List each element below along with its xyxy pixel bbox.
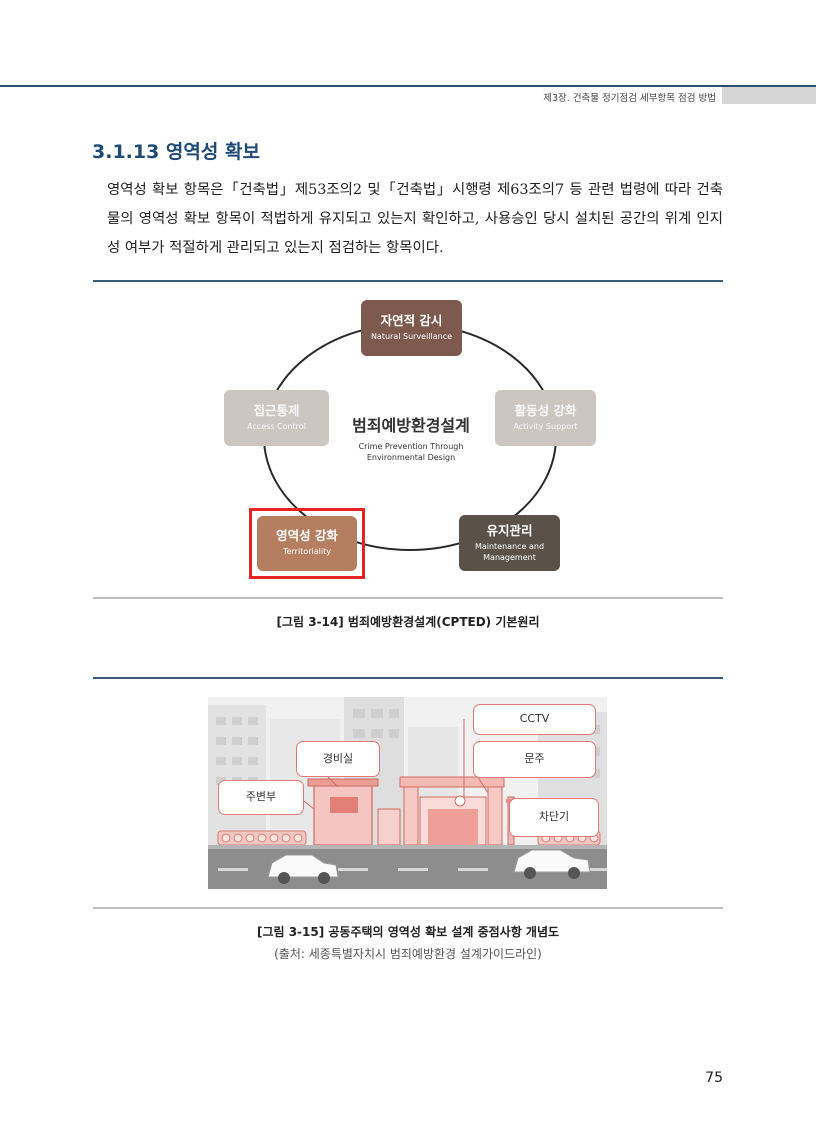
section-title: 3.1.13 영역성 확보	[92, 141, 260, 163]
figure2-source: (출처: 세종특별자치시 범죄예방환경 설계가이드라인)	[274, 947, 542, 961]
node-natural-surveillance-kr: 자연적 감시	[380, 313, 443, 328]
car-left-icon	[267, 854, 339, 884]
territoriality-highlight-box	[249, 508, 365, 579]
label-perimeter: 주변부	[218, 780, 304, 815]
header-tab-bar	[722, 87, 816, 104]
node-activity-support-kr: 활동성 강화	[514, 403, 577, 418]
node-maintenance: 유지관리 Maintenance and Management	[459, 515, 560, 571]
label-guard-house: 경비실	[296, 741, 380, 777]
label-barrier: 차단기	[509, 798, 599, 837]
label-cctv: CCTV	[473, 704, 596, 735]
node-territoriality-kr: 영역성 강화	[276, 528, 338, 543]
figure2-top-rule	[93, 677, 723, 679]
figure1-bottom-rule	[93, 597, 723, 599]
node-access-control-en: Access Control	[247, 422, 306, 431]
node-activity-support: 활동성 강화 Activity Support	[495, 390, 596, 446]
cpted-center-title: 범죄예방환경설계	[352, 416, 470, 435]
figure1-top-rule	[93, 280, 723, 282]
figure2-caption: [그림 3-15] 공동주택의 영역성 확보 설계 중점사항 개념도	[256, 925, 560, 939]
figure1-caption: [그림 3-14] 범죄예방환경설계(CPTED) 기본원리	[276, 615, 540, 629]
page-number: 75	[705, 1070, 723, 1086]
header-rule	[0, 85, 816, 87]
section-body: 영역성 확보 항목은「건축법」제53조의2 및「건축법」시행령 제63조의7 등…	[107, 182, 723, 256]
node-maintenance-kr: 유지관리	[486, 523, 533, 538]
node-access-control: 접근통제 Access Control	[224, 390, 329, 446]
apartment-entrance-illustration: CCTV 경비실 문주 주변부 차단기	[208, 697, 607, 889]
node-territoriality: 영역성 강화 Territoriality	[257, 516, 357, 571]
car-right-icon	[513, 849, 591, 879]
cpted-diagram: 범죄예방환경설계 Crime Prevention Through Enviro…	[210, 295, 610, 585]
node-access-control-kr: 접근통제	[253, 403, 300, 418]
figure2-bottom-rule	[93, 907, 723, 909]
cpted-center-subtitle: Crime Prevention Through Environmental D…	[358, 442, 464, 462]
node-natural-surveillance-en: Natural Surveillance	[370, 332, 453, 341]
node-activity-support-en: Activity Support	[513, 422, 578, 431]
chapter-header: 제3장. 건축물 정기점검 세부항목 점검 방법	[543, 93, 716, 104]
node-territoriality-en: Territoriality	[283, 547, 331, 556]
node-natural-surveillance: 자연적 감시 Natural Surveillance	[361, 300, 462, 356]
label-gatepost: 문주	[473, 741, 596, 778]
node-maintenance-en: Maintenance and Management	[474, 542, 545, 562]
